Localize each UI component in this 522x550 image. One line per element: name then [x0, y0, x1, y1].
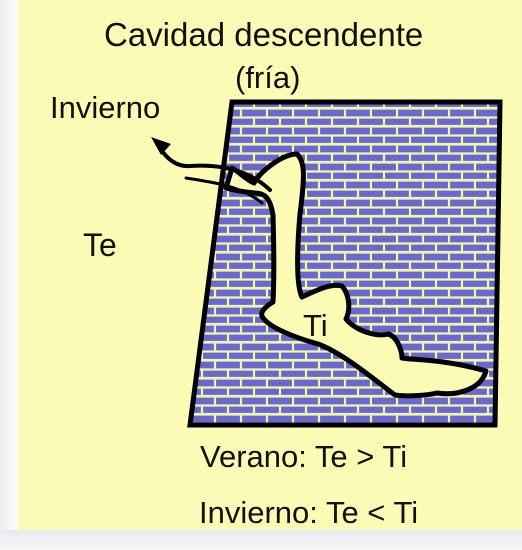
diagram-subtitle: (fría)	[235, 60, 301, 95]
interior-temperature-label: Ti	[303, 308, 328, 343]
air-flow-line-outer	[158, 146, 272, 192]
exterior-temperature-label: Te	[83, 227, 117, 263]
summer-condition-label: Verano: Te > Ti	[200, 439, 408, 474]
winter-condition-label: Invierno: Te < Ti	[199, 495, 419, 530]
air-flow-line-inner	[184, 176, 264, 205]
cave-cavity	[223, 151, 489, 399]
bottom-margin	[0, 530, 522, 550]
curved-arrow-icon	[151, 137, 171, 155]
left-margin	[0, 0, 18, 550]
winter-flow-label: Invierno	[50, 90, 161, 125]
diagram-title: Cavidad descendente	[104, 16, 424, 53]
